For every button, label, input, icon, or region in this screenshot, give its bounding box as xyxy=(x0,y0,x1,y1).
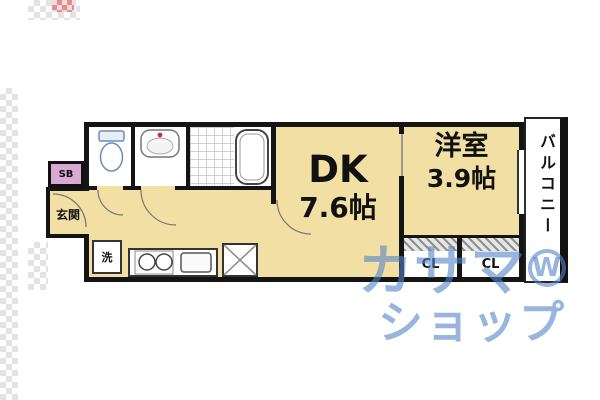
kitchen-counter xyxy=(128,248,218,277)
balcony-label: バルコニー xyxy=(537,133,556,238)
washroom xyxy=(135,127,186,187)
wall-wetarea-hall xyxy=(89,186,275,190)
shoe-box-label: SB xyxy=(58,168,74,180)
checker-strip-left xyxy=(0,88,18,400)
wall-bath-dk xyxy=(271,122,276,204)
wall-wash-bath xyxy=(186,122,190,190)
door-opening-washroom xyxy=(141,186,175,190)
western-room-label: 洋室 3.9帖 xyxy=(404,131,519,196)
western-size: 3.9帖 xyxy=(426,164,497,194)
refrigerator-space xyxy=(222,243,258,277)
sliding-door-line xyxy=(401,134,403,176)
bathroom-tile-floor xyxy=(190,127,234,187)
wall-dk-western-top xyxy=(399,122,404,134)
entrance-label: 玄関 xyxy=(55,208,80,222)
closet-left-label: CL xyxy=(421,256,440,272)
checker-strip-red xyxy=(52,0,74,12)
laundry-label: 洗 xyxy=(101,251,113,264)
wall-dk-western-bottom xyxy=(399,176,404,282)
watermark-line2: ショップ xyxy=(377,296,566,349)
dk-size: 7.6帖 xyxy=(299,190,377,224)
dk-name: DK xyxy=(308,148,368,191)
wall-closet-divider xyxy=(457,238,462,277)
toilet-room xyxy=(89,127,131,187)
western-name: 洋室 xyxy=(434,131,489,162)
window-western-balcony xyxy=(517,150,526,214)
closet-right-label: CL xyxy=(481,256,500,272)
wall-closet-top xyxy=(399,235,524,238)
wall-toilet-wash xyxy=(131,122,135,190)
closet-left: CL xyxy=(404,251,457,277)
shoe-box: SB xyxy=(48,161,84,187)
dk-room-label: DK 7.6帖 xyxy=(277,148,399,224)
checker-strip-bottomleft xyxy=(28,242,48,290)
laundry-space: 洗 xyxy=(92,240,122,274)
door-opening-toilet xyxy=(97,186,123,190)
closet-right: CL xyxy=(462,251,519,277)
